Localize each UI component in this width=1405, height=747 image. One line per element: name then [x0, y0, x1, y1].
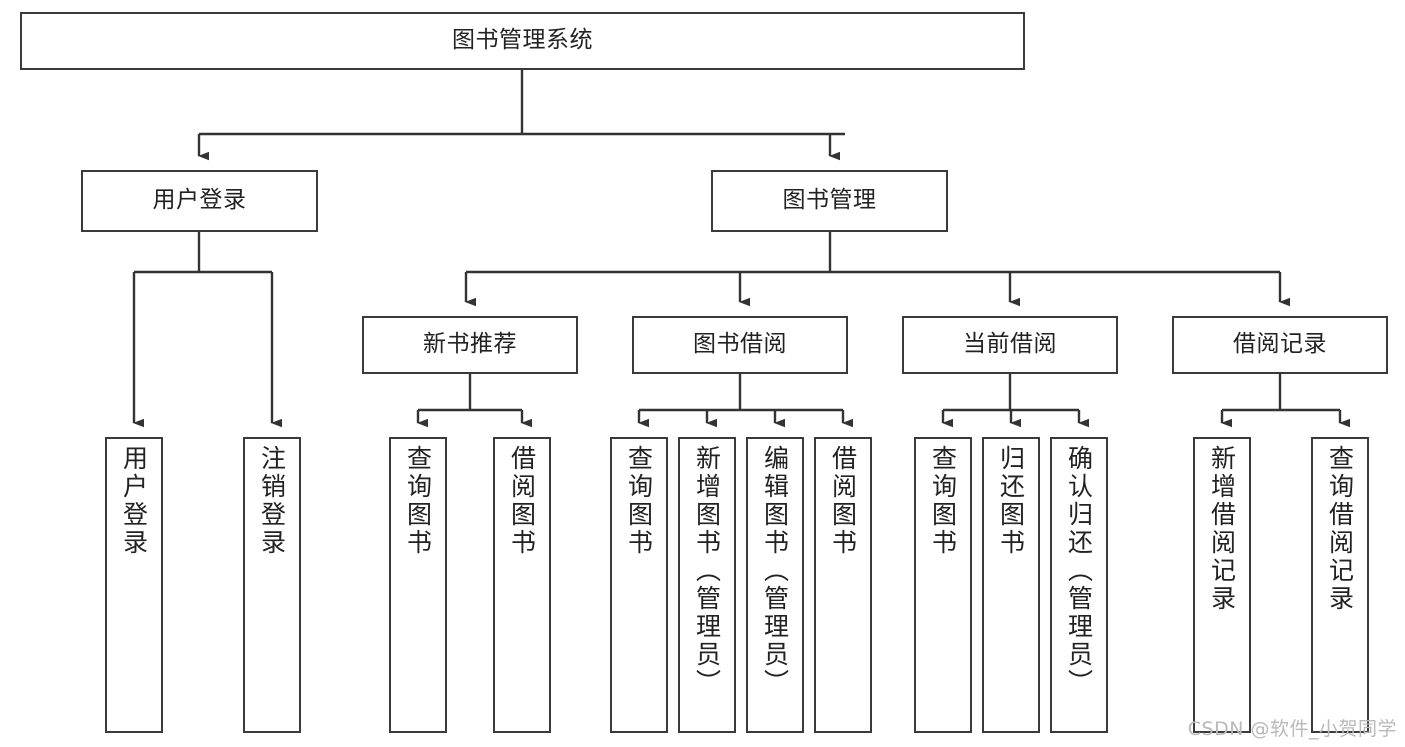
node-leaf-add-record[interactable]: 新增借阅记录	[1193, 437, 1251, 733]
node-label: 注销登录	[257, 445, 287, 557]
node-label: 借阅图书	[828, 445, 858, 557]
node-label: 借阅记录	[1233, 331, 1327, 358]
node-leaf-confirm-return[interactable]: 确认归还（管理员）	[1050, 437, 1108, 733]
node-leaf-add-book[interactable]: 新增图书（管理员）	[678, 437, 736, 733]
node-label: 新增图书（管理员）	[692, 445, 722, 697]
node-label: 用户登录	[119, 445, 149, 557]
node-label: 图书管理	[782, 187, 877, 214]
node-label: 新增借阅记录	[1207, 445, 1237, 613]
node-leaf-logout-login[interactable]: 注销登录	[243, 437, 301, 733]
node-label: 用户登录	[152, 187, 247, 214]
node-leaf-user-login[interactable]: 用户登录	[105, 437, 163, 733]
node-leaf-borrow-book-2[interactable]: 借阅图书	[814, 437, 872, 733]
node-label: 借阅图书	[507, 445, 537, 557]
node-current-borrow[interactable]: 当前借阅	[902, 316, 1118, 374]
node-leaf-query-book-1[interactable]: 查询图书	[389, 437, 447, 733]
node-borrow-record[interactable]: 借阅记录	[1172, 316, 1388, 374]
node-leaf-query-record[interactable]: 查询借阅记录	[1311, 437, 1369, 733]
node-label: 确认归还（管理员）	[1064, 445, 1094, 697]
node-label: 新书推荐	[423, 331, 517, 358]
node-leaf-query-book-3[interactable]: 查询图书	[914, 437, 972, 733]
node-leaf-return-book[interactable]: 归还图书	[982, 437, 1040, 733]
node-label: 查询借阅记录	[1325, 445, 1355, 613]
node-book-borrow[interactable]: 图书借阅	[632, 316, 848, 374]
node-label: 查询图书	[403, 445, 433, 557]
node-new-book-recommend[interactable]: 新书推荐	[362, 316, 578, 374]
node-label: 图书管理系统	[452, 27, 593, 54]
node-root-book-management-system[interactable]: 图书管理系统	[20, 12, 1025, 70]
node-leaf-edit-book[interactable]: 编辑图书（管理员）	[746, 437, 804, 733]
node-leaf-query-book-2[interactable]: 查询图书	[610, 437, 668, 733]
node-label: 编辑图书（管理员）	[760, 445, 790, 697]
node-label: 查询图书	[624, 445, 654, 557]
node-user-login[interactable]: 用户登录	[81, 170, 318, 232]
node-label: 归还图书	[996, 445, 1026, 557]
node-label: 当前借阅	[963, 331, 1057, 358]
node-leaf-borrow-book-1[interactable]: 借阅图书	[493, 437, 551, 733]
node-label: 图书借阅	[693, 331, 787, 358]
watermark-text: CSDN @软件_小贺同学	[1187, 718, 1397, 740]
node-label: 查询图书	[928, 445, 958, 557]
node-book-management[interactable]: 图书管理	[711, 170, 948, 232]
